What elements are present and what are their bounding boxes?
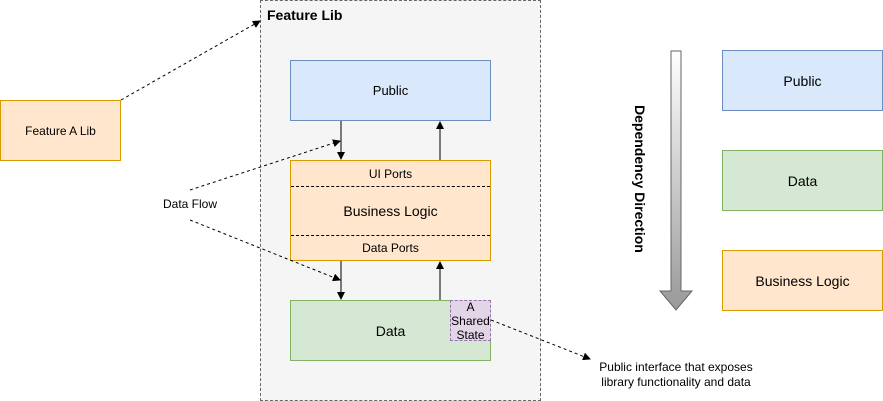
feature-lib-title: Feature Lib [267, 7, 343, 23]
shared-state-to-annotation-arrow [490, 319, 591, 361]
data-ports-label: Data Ports [362, 241, 419, 255]
data-flow-arrow-upper [189, 139, 341, 191]
dependency-direction-label: Dependency Direction [632, 105, 648, 253]
data-label: Data [375, 322, 406, 339]
data-ports-divider [291, 235, 490, 236]
ui-ports-label: UI Ports [368, 166, 413, 181]
data-flow-arrow-lower [189, 219, 341, 282]
public-interface-annotation: Public interface that exposes library fu… [599, 360, 753, 389]
ui-ports-divider [291, 186, 490, 187]
shared-state-box[interactable]: A Shared State [450, 299, 491, 342]
feature-a-lib-box[interactable]: Feature A Lib [0, 100, 121, 161]
business-logic-label: Business Logic [343, 203, 438, 219]
legend-business-logic-box: Business Logic [722, 250, 883, 311]
legend-data-box: Data [722, 150, 883, 211]
public-box[interactable]: Public [290, 60, 491, 121]
feature-a-to-feature-lib-arrow [120, 20, 261, 101]
dependency-direction-arrow [658, 50, 694, 311]
data-flow-label: Data Flow [163, 197, 218, 211]
business-logic-group[interactable]: UI Ports Business Logic Data Ports [290, 160, 491, 261]
